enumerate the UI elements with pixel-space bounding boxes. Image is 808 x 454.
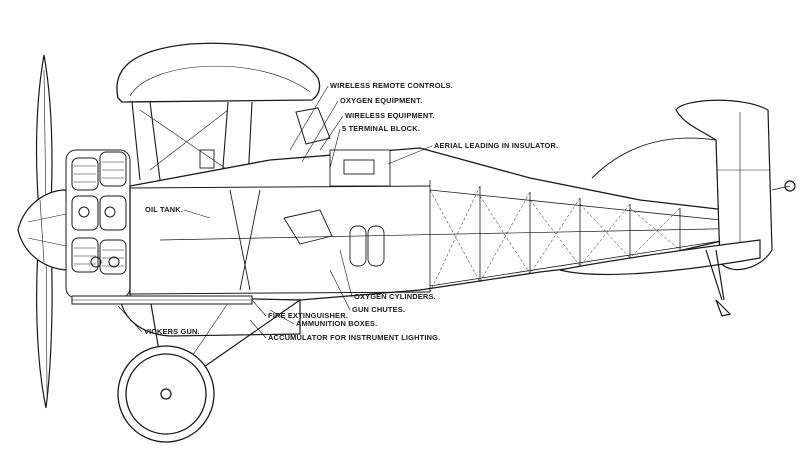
tail-skid (705, 249, 732, 317)
wheel (117, 345, 215, 443)
spinner (17, 189, 71, 271)
label-oil-tank: OIL TANK. (145, 205, 183, 214)
label-vickers-gun: VICKERS GUN. (144, 327, 200, 336)
tail (559, 99, 796, 276)
label-oxygen-cylinders: OXYGEN CYLINDERS. (354, 292, 436, 301)
label-gun-chutes: GUN CHUTES. (352, 305, 405, 314)
engine (65, 149, 131, 299)
upper-wing (116, 42, 321, 103)
callout-labels: WIRELESS REMOTE CONTROLS. OXYGEN EQUIPME… (144, 81, 558, 342)
vickers-gun (71, 295, 253, 305)
label-terminal-block: 5 TERMINAL BLOCK. (342, 124, 420, 133)
label-accumulator: ACCUMULATOR FOR INSTRUMENT LIGHTING. (268, 333, 440, 342)
label-wireless-equipment: WIRELESS EQUIPMENT. (345, 111, 435, 120)
label-ammunition-boxes: AMMUNITION BOXES. (296, 319, 377, 328)
leader-lines (117, 85, 433, 339)
label-wireless-remote-controls: WIRELESS REMOTE CONTROLS. (330, 81, 453, 90)
windscreen (295, 107, 331, 145)
label-aerial-leading: AERIAL LEADING IN INSULATOR. (434, 141, 558, 150)
label-oxygen-equipment: OXYGEN EQUIPMENT. (340, 96, 422, 105)
fuselage (129, 147, 761, 301)
label-fire-extinguisher: FIRE EXTINGUISHER. (268, 311, 348, 320)
cockpit-interior (199, 149, 391, 291)
